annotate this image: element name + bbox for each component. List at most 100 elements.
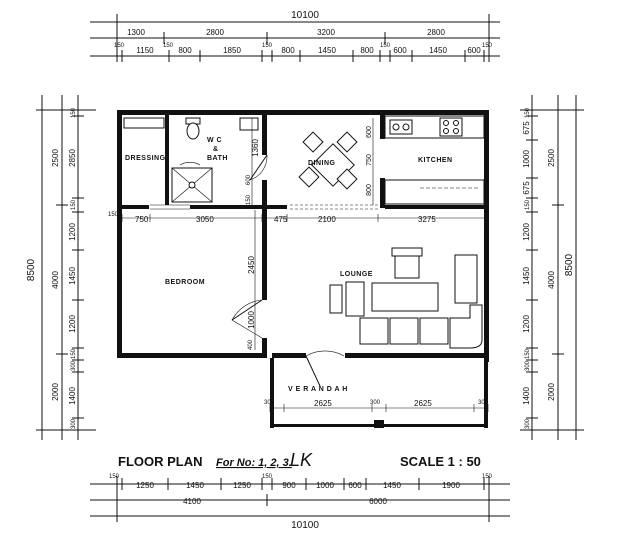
side-unit <box>329 284 343 314</box>
title-for-no: For No: 1, 2, 3. <box>216 457 292 469</box>
dim-3050: 3050 <box>196 215 214 224</box>
basin <box>239 117 259 131</box>
room-label-bedroom: BEDROOM <box>165 279 205 286</box>
dining-set <box>298 131 358 190</box>
sofa-seat-3 <box>419 317 449 345</box>
room-label-bath: BATH <box>207 155 228 162</box>
top-dim-600a: 600 <box>393 46 407 55</box>
bottom-dimensions: 150 1250 1450 1250 150 900 1000 600 1450… <box>90 474 510 531</box>
left-total-dim: 8500 <box>26 258 37 281</box>
dim-600-kitchen: 600 <box>366 126 373 138</box>
bottom-dim-150a: 150 <box>109 474 120 480</box>
left-dim-300b: 300 <box>71 418 77 429</box>
dim-300-verandah-a: 300 <box>264 400 275 406</box>
right-total-dim: 8500 <box>564 253 575 276</box>
top-dim-150a: 150 <box>114 43 125 49</box>
left-dim-150c: 150 <box>71 348 77 359</box>
left-dim-1200b: 1200 <box>68 315 77 333</box>
dim-2100: 2100 <box>318 215 336 224</box>
right-dim-150a: 150 <box>525 107 531 118</box>
kitchen-units <box>384 115 485 205</box>
left-dimensions: 8500 2500 4000 2000 150 2850 150 1200 14… <box>26 95 96 440</box>
title-floor-plan: FLOOR PLAN <box>118 454 203 469</box>
top-dim-1150: 1150 <box>136 46 154 55</box>
right-dim-150c: 150 <box>525 348 531 359</box>
dim-150-bath: 150 <box>246 194 252 205</box>
top-dim-150b: 150 <box>163 43 174 49</box>
interior-dimensions: 150 750 3050 475 2100 3275 1360 600 150 … <box>108 118 489 412</box>
room-label-wc: W C <box>207 137 222 144</box>
right-dim-150b: 150 <box>525 199 531 210</box>
dim-300-verandah-c: 300 <box>478 400 489 406</box>
sofa-seat-1 <box>359 317 389 345</box>
bottom-dim-150b: 150 <box>262 474 273 480</box>
room-label-lounge: LOUNGE <box>340 271 373 278</box>
right-dim-1400: 1400 <box>522 387 531 405</box>
top-dimensions: 10100 1300 2800 3200 2800 150 1150 150 8… <box>90 10 500 62</box>
top-dim-1300: 1300 <box>127 28 145 37</box>
dim-750: 750 <box>135 215 149 224</box>
coffee-table <box>371 282 439 312</box>
right-dim-675b: 675 <box>522 181 531 195</box>
right-dim-675a: 675 <box>522 121 531 135</box>
top-dim-600b: 600 <box>467 46 481 55</box>
dim-1360: 1360 <box>251 139 260 157</box>
dim-2625-b: 2625 <box>414 399 432 408</box>
top-dim-150d: 150 <box>380 43 391 49</box>
right-dim-300b: 300 <box>525 418 531 429</box>
bottom-dim-600: 600 <box>348 481 362 490</box>
dressing-cabinet <box>123 117 165 129</box>
title-block: FLOOR PLAN For No: 1, 2, 3. LK SCALE 1 :… <box>118 450 481 470</box>
bottom-dim-6000: 6000 <box>369 497 387 506</box>
room-label-kitchen: KITCHEN <box>418 157 453 164</box>
sofa-seat-2 <box>389 317 419 345</box>
left-dim-1450: 1450 <box>68 267 77 285</box>
left-dim-4000: 4000 <box>51 271 60 289</box>
dim-2450: 2450 <box>247 256 256 274</box>
dim-3275: 3275 <box>418 215 436 224</box>
dim-300-verandah-b: 300 <box>370 400 381 406</box>
sofa-corner <box>449 304 483 349</box>
left-dim-2000: 2000 <box>51 383 60 401</box>
toilet-bowl <box>186 122 200 140</box>
top-dim-150e: 150 <box>482 43 493 49</box>
bottom-dim-900: 900 <box>282 481 296 490</box>
dim-400: 400 <box>248 339 254 350</box>
room-label-verandah: V E R A N D A H <box>288 386 348 393</box>
dim-475: 475 <box>274 215 288 224</box>
bottom-dim-1900: 1900 <box>442 481 460 490</box>
left-dim-300a: 300 <box>71 360 77 371</box>
right-dim-2500: 2500 <box>547 149 556 167</box>
right-dim-2000: 2000 <box>547 383 556 401</box>
title-initials: LK <box>290 450 313 470</box>
top-dim-2800b: 2800 <box>427 28 445 37</box>
top-dim-800a: 800 <box>178 46 192 55</box>
left-dim-1400: 1400 <box>68 387 77 405</box>
right-dim-1200b: 1200 <box>522 315 531 333</box>
room-labels: DRESSING W C & BATH DINING KITCHEN BEDRO… <box>125 137 453 393</box>
left-dim-1200a: 1200 <box>68 223 77 241</box>
top-dim-1450b: 1450 <box>429 46 447 55</box>
room-label-dining: DINING <box>308 160 336 167</box>
title-scale: SCALE 1 : 50 <box>400 454 481 469</box>
bottom-dim-1250b: 1250 <box>233 481 251 490</box>
lounge-furniture <box>329 247 483 349</box>
dim-800-kitchen: 800 <box>366 184 373 196</box>
bottom-dim-1450b: 1450 <box>383 481 401 490</box>
top-dim-150c: 150 <box>262 43 273 49</box>
dim-1000: 1000 <box>247 311 256 329</box>
bottom-dim-150c: 150 <box>482 474 493 480</box>
left-dim-2500: 2500 <box>51 149 60 167</box>
top-dim-2800a: 2800 <box>206 28 224 37</box>
dim-2625-a: 2625 <box>314 399 332 408</box>
tv-unit <box>454 254 478 304</box>
top-total-dim: 10100 <box>291 10 319 21</box>
right-dim-1000: 1000 <box>522 150 531 168</box>
walls <box>117 110 489 428</box>
top-dim-1850: 1850 <box>223 46 241 55</box>
top-dim-800c: 800 <box>360 46 374 55</box>
right-dimensions: 8500 2500 4000 2000 150 675 1000 675 150… <box>520 95 584 440</box>
right-dim-300a: 300 <box>525 360 531 371</box>
shower-drain <box>188 181 196 189</box>
